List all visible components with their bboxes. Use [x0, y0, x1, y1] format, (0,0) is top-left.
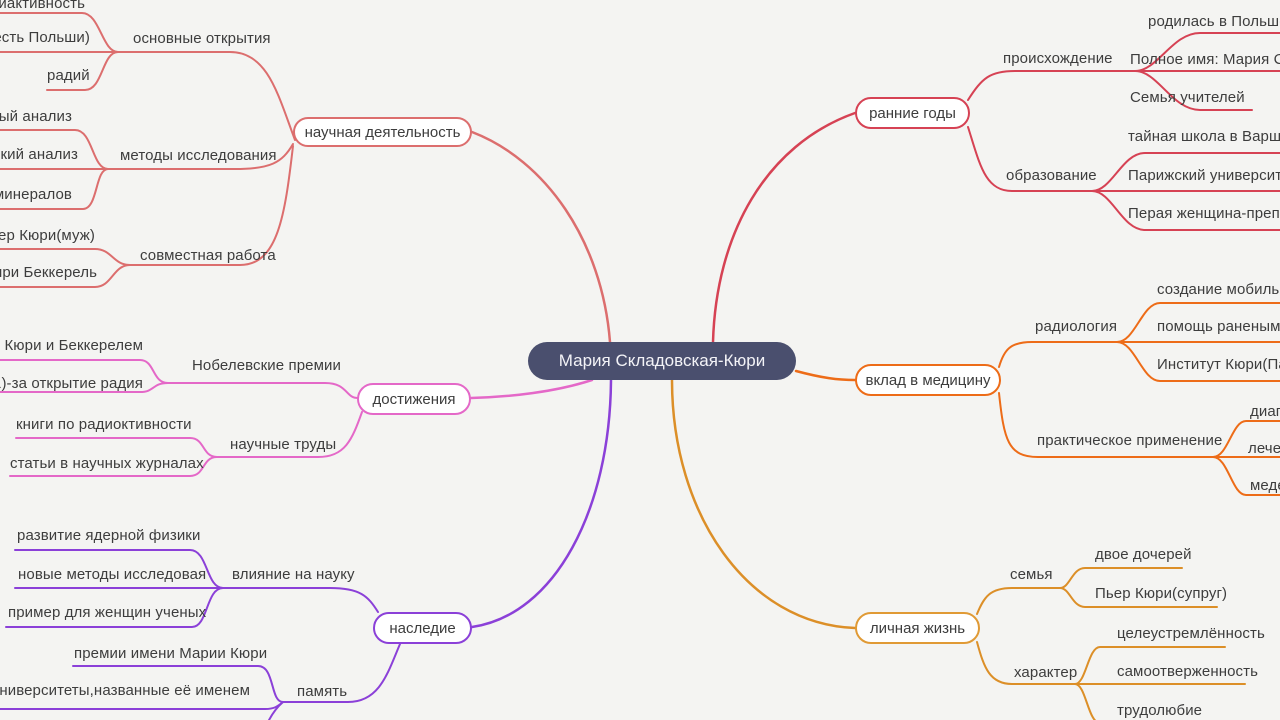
group-label-nobelevskie-premii[interactable]: Нобелевские премии [192, 357, 341, 374]
leaf-pier-kyuri-muzh[interactable]: ьер Кюри(муж) [0, 227, 95, 244]
leaf-radiy[interactable]: радий [47, 67, 90, 84]
branch-node-vklad-v-meditsinu[interactable]: вклад в медицину [855, 364, 1001, 396]
group-label-sovmestnaya-rabota[interactable]: совместная работа [140, 247, 276, 264]
leaf-chest-polshi[interactable]: есть Польши) [0, 29, 90, 46]
leaf-pomoshch-ranenym[interactable]: помощь раненым во [1157, 318, 1280, 335]
leaf-diagnostika[interactable]: диаг [1250, 403, 1280, 420]
leaf-razvitie-yadernoy-fiziki[interactable]: развитие ядерной физики [17, 527, 201, 544]
leaf-anri-bekkerel[interactable]: нри Беккерель [0, 264, 97, 281]
leaf-tseleustremlyonnost[interactable]: целеустремлённость [1117, 625, 1265, 642]
group-label-metody-issledovaniya[interactable]: методы исследования [120, 147, 277, 164]
group-label-harakter[interactable]: характер [1014, 664, 1078, 681]
leaf-za-otkrytie-radiya[interactable]: 911)-за открытие радия [0, 375, 143, 392]
leaf-rodilas-v-polshe[interactable]: родилась в Польше(1 [1148, 13, 1280, 30]
leaf-novye-metody[interactable]: новые методы исследовая [18, 566, 207, 583]
leaf-taynaya-shkola[interactable]: тайная школа в Варшав [1128, 128, 1280, 145]
leaf-radiaktivnost[interactable]: диактивность [0, 0, 85, 12]
branch-node-nasledie[interactable]: наследие [373, 612, 472, 644]
leaf-stati-v-zhurnalah[interactable]: статьи в научных журналах [10, 455, 204, 472]
leaf-parizhskiy-universitet[interactable]: Парижский университе [1128, 167, 1280, 184]
leaf-institut-kyuri[interactable]: Институт Кюри(Пар [1157, 356, 1280, 373]
leaf-meditsina[interactable]: меде [1250, 477, 1280, 494]
group-label-proishozhdenie[interactable]: происхождение [1003, 50, 1113, 67]
leaf-premii-imeni-marii-kyuri[interactable]: премии имени Марии Кюри [74, 645, 268, 662]
leaf-lechenie[interactable]: лече [1248, 440, 1280, 457]
branch-node-rannie-gody[interactable]: ранние годы [855, 97, 970, 129]
group-label-pamyat[interactable]: память [297, 683, 348, 700]
group-label-nauchnye-trudy[interactable]: научные труды [230, 436, 337, 453]
group-label-prakticheskoe-primenenie[interactable]: практическое применение [1037, 432, 1223, 449]
leaf-om-kyuri-i-bekkerelem[interactable]: ом Кюри и Беккерелем [0, 337, 143, 354]
leaf-trudolyubie[interactable]: трудолюбие [1117, 702, 1203, 719]
leaf-skiy-analiz[interactable]: ский анализ [0, 146, 78, 163]
central-topic[interactable]: Мария Складовская-Кюри [528, 342, 796, 380]
group-label-osnovnye-otkrytiya[interactable]: основные открытия [133, 30, 271, 47]
leaf-pier-kyuri-suprug[interactable]: Пьер Кюри(супруг) [1095, 585, 1228, 602]
leaf-polnoe-imya[interactable]: Полное имя: Мария С [1130, 51, 1280, 68]
branch-node-lichnaya-zhizn[interactable]: личная жизнь [855, 612, 980, 644]
leaf-primer-dlya-zhenshchin[interactable]: пример для женщин ученых [8, 604, 207, 621]
branch-node-dostizheniya[interactable]: достижения [357, 383, 471, 415]
leaf-sozdanie-mobilnyh[interactable]: создание мобильны [1157, 281, 1280, 298]
leaf-mineralov[interactable]: минералов [0, 186, 72, 203]
group-label-obrazovanie[interactable]: образование [1006, 167, 1097, 184]
leaf-dvoe-docherey[interactable]: двое дочерей [1095, 546, 1192, 563]
group-label-vliyanie-na-nauku[interactable]: влияние на науку [232, 566, 355, 583]
leaf-nyy-analiz[interactable]: ный анализ [0, 108, 72, 125]
leaf-universitety-eyo-imenem[interactable]: ы и университеты,названные её именем [0, 682, 250, 699]
group-label-semya[interactable]: семья [1010, 566, 1053, 583]
leaf-pervaya-zhenshchina[interactable]: Перая женщина-препод [1128, 205, 1280, 222]
leaf-semya-uchiteley[interactable]: Семья учителей [1130, 89, 1245, 106]
leaf-knigi-po-radioaktivnosti[interactable]: книги по радиоктивности [16, 416, 192, 433]
group-label-radiologiya[interactable]: радиология [1035, 318, 1118, 335]
branch-node-nauchnaya-deyatelnost[interactable]: научная деятельность [293, 117, 472, 147]
leaf-samootverzhennost[interactable]: самоотверженность [1117, 663, 1259, 680]
